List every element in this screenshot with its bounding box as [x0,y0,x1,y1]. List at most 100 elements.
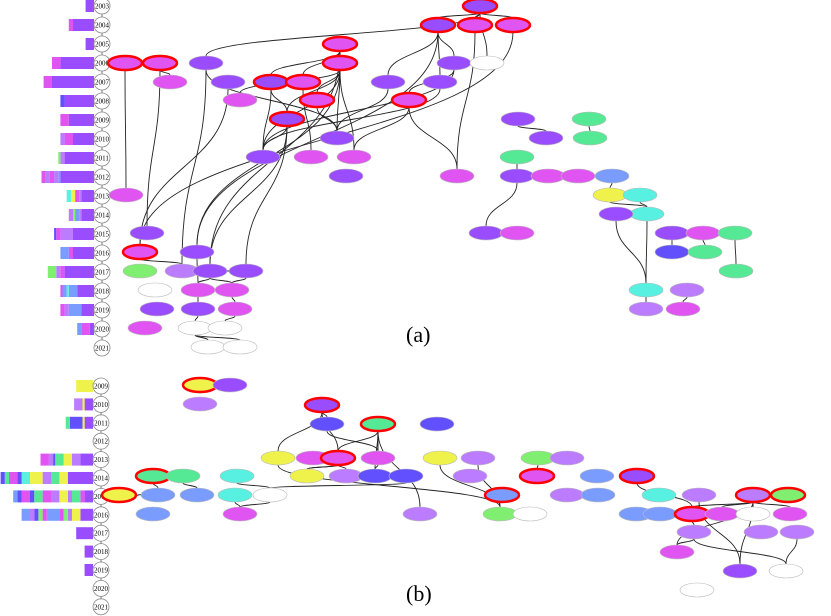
year-bar-segment [68,304,82,316]
year-bar-segment [58,171,61,183]
highlighted-paper-node [121,243,159,261]
paper-node [685,225,721,241]
year-node [93,130,111,148]
paper-node [422,74,458,90]
year-label: 2006 [95,60,110,68]
citation-edge [645,220,648,284]
year-label: 2012 [95,174,110,182]
year-bar-segment [68,19,73,31]
citation-edge [485,182,518,227]
year-node [92,414,110,432]
year-bar-segment [43,76,52,88]
citation-edge [609,201,648,208]
citation-edge [353,106,410,151]
year-bar-segment [80,508,93,521]
paper-node [743,524,779,540]
paper-node [628,301,664,317]
year-label: 2011 [94,419,108,427]
year-bar-segment [34,490,43,503]
year-bar-segment [66,190,71,202]
paper-node [210,74,246,90]
paper-node [482,506,518,522]
year-bar-segment [67,508,72,521]
citation-edge [286,69,341,113]
year-bar-segment [51,472,60,484]
year-bar-segment [70,190,76,202]
year-node [93,301,111,319]
year-node [93,263,111,281]
citation-edge [321,411,339,452]
year-bar-segment [69,416,83,429]
year-bar-segment [81,304,94,316]
year-bar-segment [79,190,82,202]
year-bar-segment [17,490,22,503]
year-bar-segment [68,285,78,297]
paper-node [419,416,455,432]
year-bar-segment [30,490,35,503]
year-node [93,35,111,53]
year-label: 2016 [95,250,110,258]
paper-node [722,563,758,579]
year-label: 2010 [95,136,110,144]
citation-edge [609,182,613,189]
highlighted-paper-node [359,415,397,433]
paper-node [309,416,345,432]
citation-edge [702,239,706,246]
year-bar-segment [60,152,65,164]
paper-node [180,282,216,298]
year-bar-segment [54,228,57,240]
year-bar-segment [85,0,94,12]
paper-node [293,149,329,165]
paper-node [182,396,218,412]
year-bar-segment [63,508,68,521]
year-bar-segment [76,527,93,540]
year-bar-segment [59,508,64,521]
year-bar-segment [55,453,64,466]
highlighted-paper-node [252,73,290,91]
year-node [93,0,111,15]
year-bar-segment [53,453,56,466]
highlighted-paper-node [106,54,144,72]
year-bar-segment [75,209,80,221]
paper-node [530,168,566,184]
paper-node [137,282,173,298]
year-bar-segment [84,545,93,558]
year-bar-segment [17,472,22,484]
paper-node [560,168,596,184]
citation-edge [377,430,421,508]
highlighted-paper-node [618,467,656,485]
year-bar-segment [9,472,18,484]
highlighted-paper-node [319,449,357,467]
citation-edge [676,538,695,546]
highlighted-paper-node [518,467,556,485]
year-bar-segment [81,323,90,335]
highlighted-paper-node [419,16,457,34]
citation-edge [196,31,439,246]
paper-node [179,244,215,260]
citation-edge [139,88,229,246]
paper-node [718,263,754,279]
year-bar-segment [80,453,93,466]
year-label: 2017 [95,269,110,277]
paper-node [252,487,288,503]
year-bar-segment [21,508,30,521]
citation-edge [734,239,737,265]
year-node [92,524,110,542]
paper-node [500,111,536,127]
year-bar-segment [52,57,61,69]
paper-node [129,225,165,241]
year-label: 2014 [94,475,109,483]
year-bar-segment [47,266,57,278]
year-bar-segment [66,285,69,297]
paper-node [336,149,372,165]
highlighted-paper-node [461,0,499,15]
citation-edge [234,501,241,508]
year-bar-segment [30,508,35,521]
year-bar-segment [72,453,81,466]
highlighted-paper-node [284,73,322,91]
year-label: 2004 [95,22,110,30]
paper-node [594,168,630,184]
year-bar-segment [64,266,94,278]
paper-node [580,487,616,503]
